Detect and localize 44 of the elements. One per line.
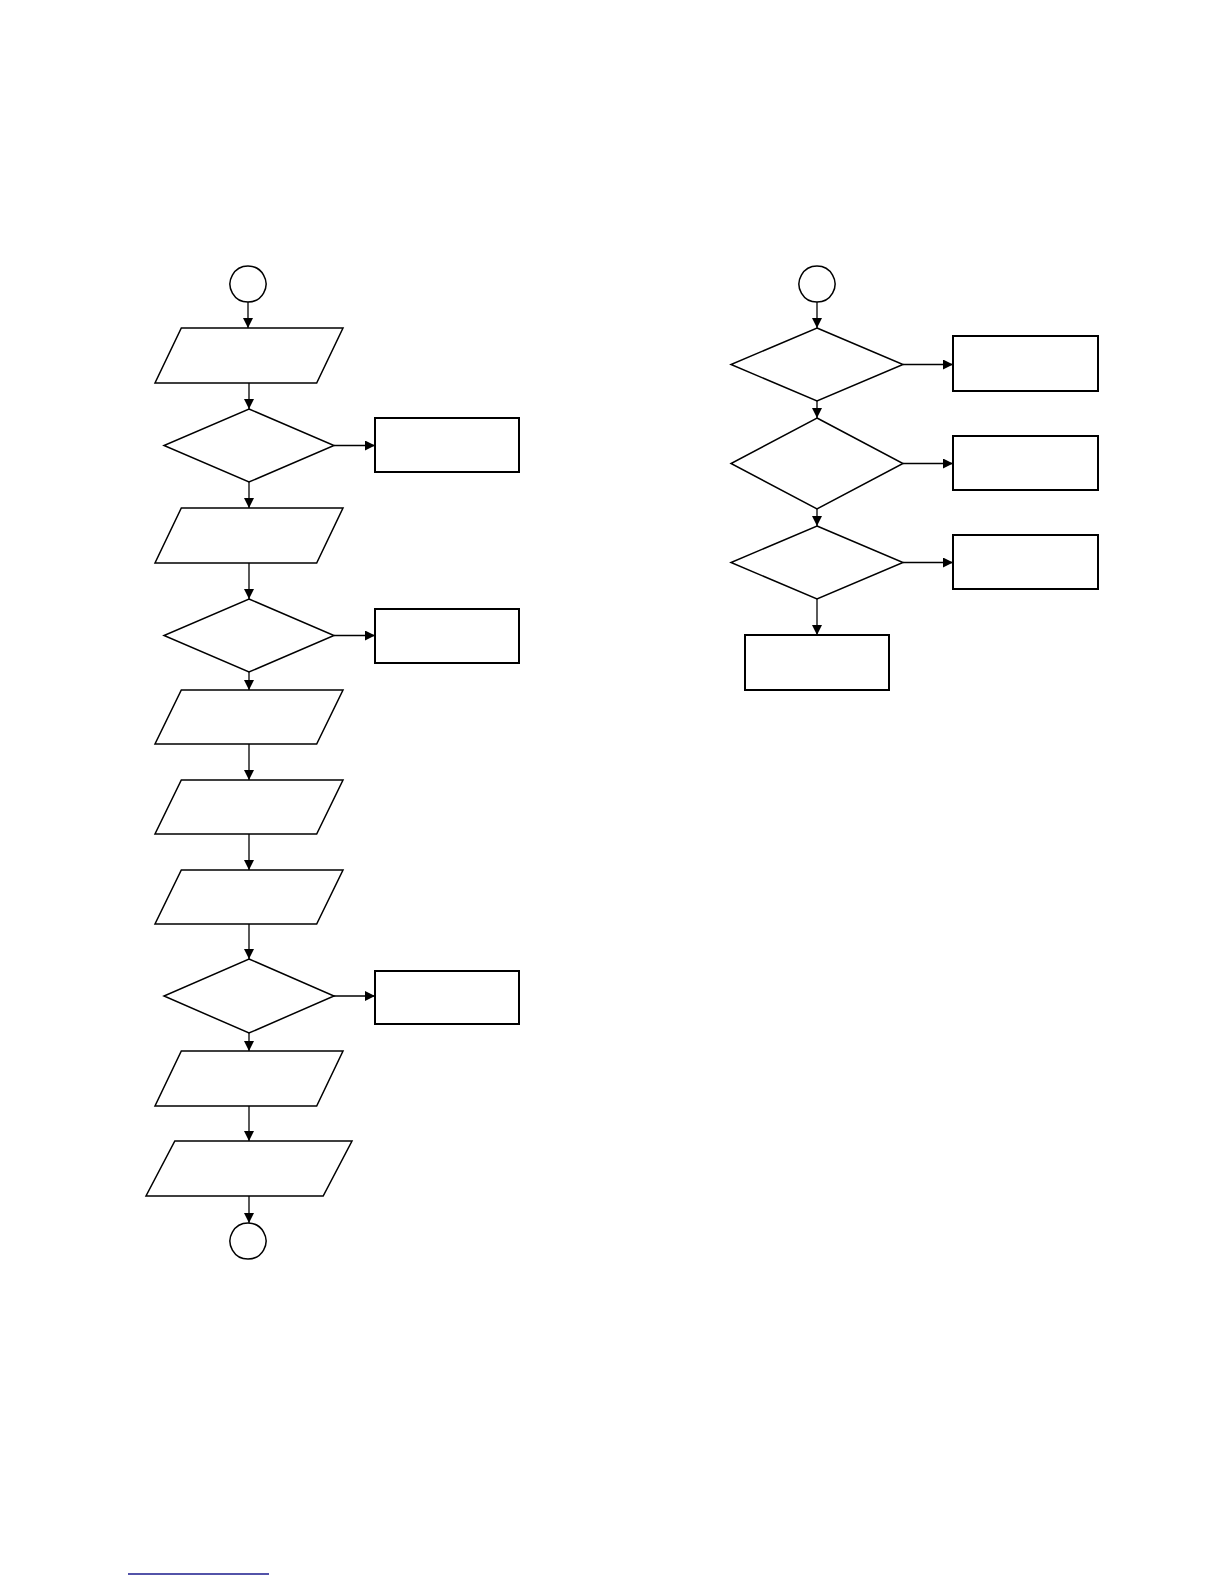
arrow — [812, 598, 822, 636]
connector-circle — [230, 1223, 266, 1259]
arrow — [243, 301, 253, 329]
decision-diamond — [731, 526, 903, 599]
arrow — [333, 630, 376, 641]
data-parallelogram — [155, 1051, 343, 1106]
process-box — [953, 436, 1098, 490]
process-box — [953, 336, 1098, 391]
decision-diamond — [164, 409, 334, 482]
arrow — [902, 359, 954, 370]
process-box — [375, 609, 519, 663]
connector-circle — [799, 266, 835, 302]
arrow — [244, 481, 254, 509]
data-parallelogram — [155, 780, 343, 834]
arrow — [244, 833, 254, 871]
arrow — [333, 440, 376, 451]
arrow — [902, 458, 954, 469]
arrow — [244, 1105, 254, 1142]
arrow — [244, 1195, 254, 1224]
data-parallelogram — [155, 870, 343, 924]
arrow — [812, 301, 822, 329]
arrow — [244, 743, 254, 781]
process-box — [375, 971, 519, 1024]
data-parallelogram — [155, 508, 343, 563]
arrow — [812, 400, 822, 419]
arrow — [333, 991, 376, 1001]
process-box — [375, 418, 519, 472]
arrow — [812, 508, 822, 527]
decision-diamond — [731, 418, 903, 509]
arrow — [244, 562, 254, 600]
arrow — [244, 923, 254, 960]
arrow — [244, 382, 254, 410]
decision-diamond — [164, 959, 334, 1033]
data-parallelogram — [155, 328, 343, 383]
process-box — [953, 535, 1098, 589]
arrow — [244, 1032, 254, 1052]
decision-diamond — [164, 599, 334, 672]
connector-circle — [230, 266, 266, 302]
arrow — [244, 671, 254, 691]
data-parallelogram — [146, 1141, 352, 1196]
process-box — [745, 635, 889, 690]
arrow — [902, 557, 954, 568]
data-parallelogram — [155, 690, 343, 744]
decision-diamond — [731, 328, 903, 401]
